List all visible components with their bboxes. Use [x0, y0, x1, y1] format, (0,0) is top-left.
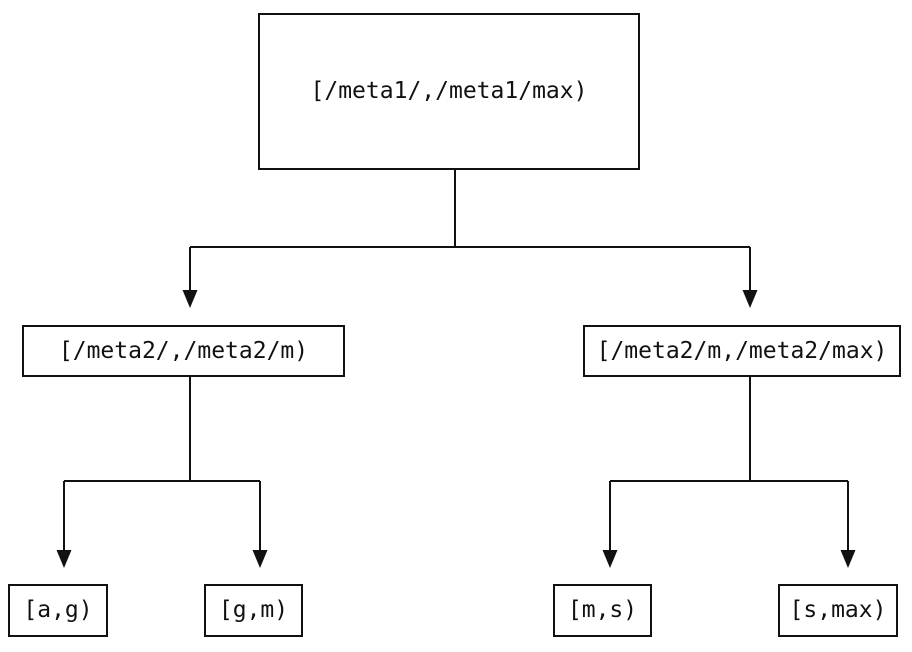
node-leaf-gm: [g,m) — [204, 584, 303, 637]
node-root-label: [/meta1/,/meta1/max) — [310, 78, 588, 104]
node-mid-right: [/meta2/m,/meta2/max) — [583, 325, 901, 377]
node-leaf-ag-label: [a,g) — [23, 597, 93, 623]
node-mid-left: [/meta2/,/meta2/m) — [22, 325, 345, 377]
arrow-down-icon — [56, 550, 72, 568]
node-mid-left-label: [/meta2/,/meta2/m) — [58, 337, 309, 364]
node-leaf-smax-label: [s,max) — [789, 597, 887, 623]
node-leaf-ag: [a,g) — [8, 584, 108, 637]
arrow-down-icon — [602, 550, 618, 568]
node-root: [/meta1/,/meta1/max) — [258, 13, 640, 170]
node-mid-right-label: [/meta2/m,/meta2/max) — [596, 337, 888, 364]
node-leaf-smax: [s,max) — [778, 584, 898, 637]
arrow-down-icon — [182, 290, 198, 308]
edge-midleft-children — [63, 377, 261, 550]
arrow-down-icon — [252, 550, 268, 568]
node-leaf-gm-label: [g,m) — [218, 597, 289, 623]
arrow-down-icon — [840, 550, 856, 568]
arrow-down-icon — [742, 290, 758, 308]
edge-root-children — [189, 170, 751, 290]
edge-midright-children — [609, 377, 849, 550]
node-leaf-ms: [m,s) — [553, 584, 652, 637]
node-leaf-ms-label: [m,s) — [567, 597, 638, 623]
